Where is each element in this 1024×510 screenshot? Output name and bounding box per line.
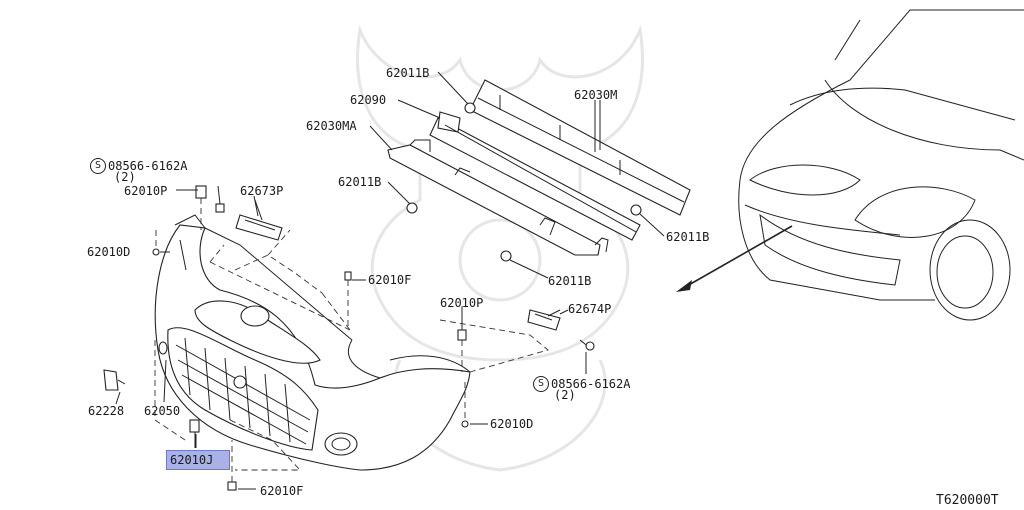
label-62030ma[interactable]: 62030MA	[306, 119, 357, 133]
energy-absorber-62090	[397, 99, 641, 241]
label-62673p[interactable]: 62673P	[240, 184, 284, 198]
nut-62011b-low	[500, 250, 549, 279]
installation-guide-lines	[154, 229, 549, 471]
leader-lines	[115, 100, 601, 490]
screw-symbol-right-icon: S	[533, 376, 549, 392]
nut-62011b-mid	[387, 181, 418, 214]
nut-62011b-top	[437, 71, 476, 114]
screw-symbol-left-icon: S	[90, 158, 106, 174]
bracket-62228	[103, 369, 126, 391]
label-62228[interactable]: 62228	[88, 404, 125, 418]
screw-62010d-right	[461, 380, 469, 428]
label-62010j-highlighted[interactable]: 62010J	[166, 450, 230, 470]
clip-62010p-left	[195, 185, 207, 230]
bracket-62673P	[215, 185, 283, 241]
label-62010p-left[interactable]: 62010P	[124, 184, 168, 198]
label-62010f-mid[interactable]: 62010F	[368, 273, 412, 287]
bumper-reinforcement-62030M	[469, 79, 691, 216]
label-62674p[interactable]: 62674P	[568, 302, 612, 316]
screw-62010f-mid	[344, 271, 352, 330]
label-08566-left[interactable]: 08566-6162A	[108, 159, 188, 173]
label-62011b-mid[interactable]: 62011B	[338, 175, 382, 189]
diagram-reference-code: T620000T	[936, 493, 999, 508]
bumper-fascia-62022	[154, 214, 471, 471]
car-silhouette	[738, 9, 1024, 321]
label-62090[interactable]: 62090	[350, 93, 387, 107]
clip-62010p-right	[457, 329, 467, 372]
label-62011b-low[interactable]: 62011B	[548, 274, 592, 288]
nut-62011b-right	[630, 204, 665, 237]
label-62011b-right[interactable]: 62011B	[666, 230, 710, 244]
label-62011b-top[interactable]: 62011B	[386, 66, 430, 80]
screw-62010f-bottom	[227, 440, 237, 491]
label-62010f-bottom[interactable]: 62010F	[260, 484, 304, 498]
label-62010p-right[interactable]: 62010P	[440, 296, 484, 310]
label-62030m[interactable]: 62030M	[574, 88, 618, 102]
label-08566-right[interactable]: 08566-6162A	[551, 377, 631, 391]
screw-62010d-left	[152, 230, 160, 256]
label-08566-left-qty: (2)	[114, 170, 136, 184]
lower-member-62030MA	[369, 125, 609, 256]
clip-62010j	[189, 419, 200, 448]
label-62050[interactable]: 62050	[144, 404, 181, 418]
bracket-62674P	[527, 309, 595, 351]
label-62010d-right[interactable]: 62010D	[490, 417, 534, 431]
direction-arrow	[676, 225, 793, 292]
label-62010d-left[interactable]: 62010D	[87, 245, 131, 259]
label-08566-right-qty: (2)	[554, 388, 576, 402]
